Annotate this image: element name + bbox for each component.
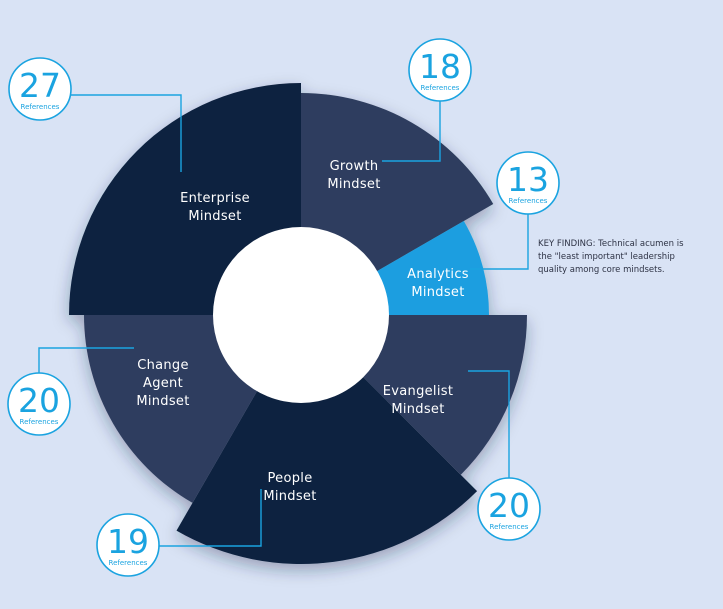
badge-ring (496, 151, 560, 215)
key-finding-note: KEY FINDING: Technical acumen is the "le… (538, 239, 684, 275)
callout-line (382, 101, 441, 162)
badge-unit: References (490, 523, 529, 531)
callout-line (468, 370, 510, 478)
badge-ring (8, 57, 72, 121)
badge-ring (96, 513, 160, 577)
badge-unit: References (109, 559, 148, 567)
badge-ring (408, 38, 472, 102)
badge-unit: References (20, 418, 59, 426)
callout-line (159, 489, 262, 547)
badge-value: 13 (507, 160, 549, 199)
badge-value: 19 (107, 522, 149, 561)
value-badges: 27References18References13References20Re… (7, 38, 560, 577)
segment-people (176, 315, 478, 564)
callout-line (470, 214, 529, 270)
callout-line (71, 94, 182, 172)
badge-value: 20 (488, 486, 530, 525)
badge-ring (7, 372, 71, 436)
badge-value: 27 (19, 66, 61, 105)
badge-value: 18 (419, 47, 461, 86)
badge-unit: References (21, 103, 60, 111)
badge-value: 20 (18, 381, 60, 420)
badge-unit: References (509, 197, 548, 205)
badge-ring (477, 477, 541, 541)
callout-line (38, 347, 134, 373)
donut-hole (213, 227, 389, 403)
badge-unit: References (421, 84, 460, 92)
callout-lines (38, 94, 529, 547)
